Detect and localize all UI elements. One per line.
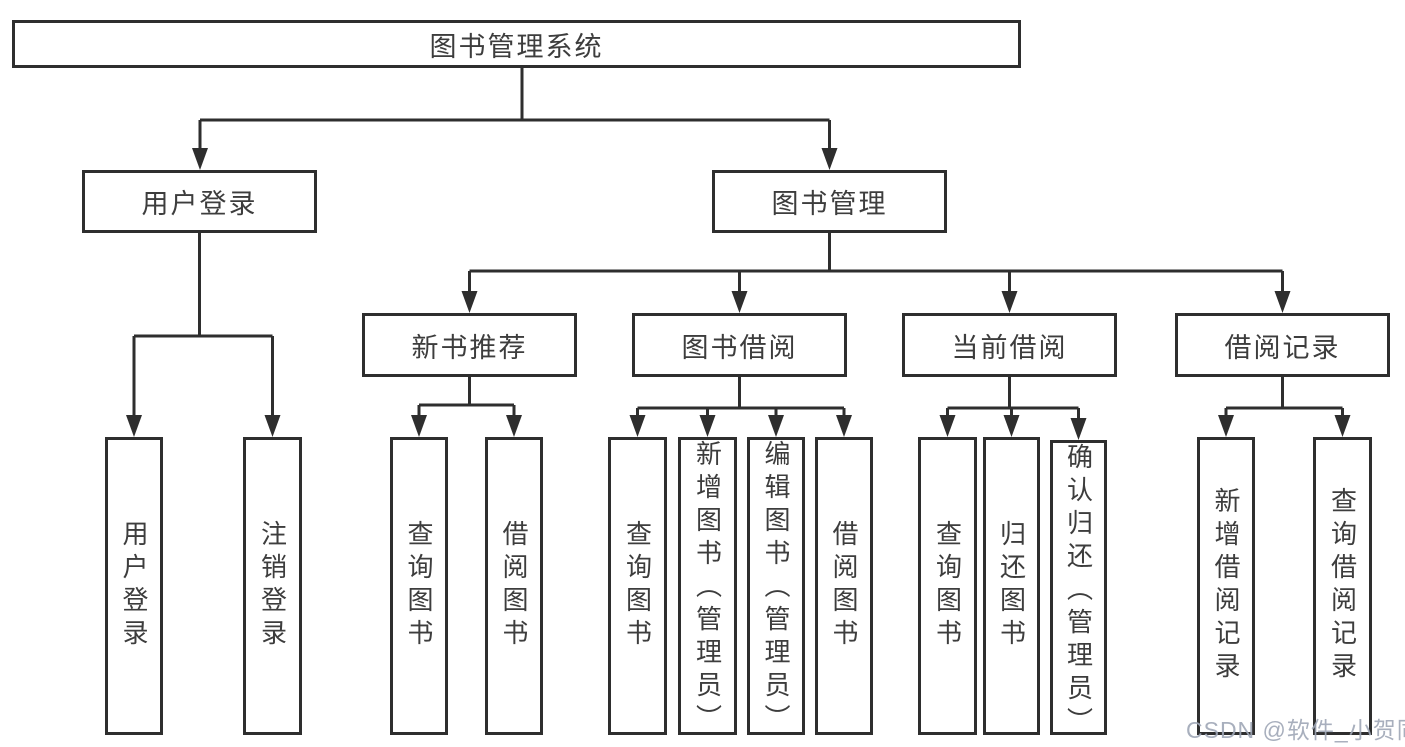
node-book-borrowing: 图书借阅 xyxy=(632,313,847,377)
leaf-query-books-borrowing: 查询图书 xyxy=(608,437,667,735)
node-current-borrowing: 当前借阅 xyxy=(902,313,1117,377)
leaf-add-borrow-record-label: 新增借阅记录 xyxy=(1211,487,1241,685)
node-root-label: 图书管理系统 xyxy=(429,31,604,62)
node-borrowing-records: 借阅记录 xyxy=(1175,313,1390,377)
leaf-query-borrow-record: 查询借阅记录 xyxy=(1313,437,1372,735)
arrowhead xyxy=(1274,291,1291,313)
leaf-query-books-borrowing-label: 查询图书 xyxy=(622,520,653,652)
arrowhead xyxy=(731,291,748,313)
connector-book-management-to-level3 xyxy=(468,233,1284,293)
arrowhead xyxy=(821,148,838,170)
leaf-borrow-books-recommend-label: 借阅图书 xyxy=(499,520,529,652)
arrowhead xyxy=(506,415,522,437)
connector-user-login-to-leaves xyxy=(132,233,274,417)
arrowhead xyxy=(836,415,852,437)
leaf-confirm-return-admin: 确认归还（管理员） xyxy=(1050,440,1107,740)
connector-new-book-recommend-to-leaves xyxy=(417,377,516,417)
leaf-borrow-books-recommend: 借阅图书 xyxy=(485,437,543,735)
arrowhead xyxy=(1003,415,1020,437)
node-book-borrowing-label: 图书借阅 xyxy=(681,332,798,363)
node-book-management: 图书管理 xyxy=(712,170,947,233)
node-book-management-label: 图书管理 xyxy=(771,189,888,219)
leaf-borrow-books-borrowing: 借阅图书 xyxy=(815,437,873,735)
node-user-login-label: 用户登录 xyxy=(141,189,258,219)
node-current-borrowing-label: 当前借阅 xyxy=(951,332,1068,363)
leaf-query-books-current: 查询图书 xyxy=(918,437,977,735)
leaf-add-book-admin: 新增图书（管理员） xyxy=(678,437,737,737)
node-user-login: 用户登录 xyxy=(82,170,317,233)
arrowhead xyxy=(1334,415,1351,437)
leaf-query-books-recommend: 查询图书 xyxy=(390,437,448,735)
connector-current-borrowing-to-leaves xyxy=(946,377,1080,420)
leaf-return-book: 归还图书 xyxy=(983,437,1040,735)
arrowhead xyxy=(1001,291,1018,313)
watermark: CSDN @软件_小贺同学 xyxy=(1186,717,1405,743)
leaf-edit-book-admin: 编辑图书（管理员） xyxy=(747,437,805,737)
node-new-book-recommend: 新书推荐 xyxy=(362,313,577,377)
node-root: 图书管理系统 xyxy=(12,20,1021,68)
arrowhead xyxy=(768,415,784,437)
node-new-book-recommend-label: 新书推荐 xyxy=(411,332,528,363)
leaf-add-book-admin-label: 新增图书（管理员） xyxy=(692,440,723,737)
arrowhead xyxy=(461,291,478,313)
leaf-query-books-current-label: 查询图书 xyxy=(932,520,963,652)
leaf-user-login: 用户登录 xyxy=(105,437,163,735)
arrowhead xyxy=(126,415,142,437)
arrowhead xyxy=(1218,415,1234,437)
arrowhead xyxy=(939,415,956,437)
leaf-return-book-label: 归还图书 xyxy=(996,520,1027,652)
leaf-logout: 注销登录 xyxy=(243,437,302,735)
connector-book-borrowing-to-leaves xyxy=(636,377,846,417)
arrowhead xyxy=(264,415,281,437)
leaf-confirm-return-admin-label: 确认归还（管理员） xyxy=(1063,443,1094,740)
connector-root-to-level2 xyxy=(198,68,831,150)
leaf-logout-label: 注销登录 xyxy=(257,520,288,652)
leaf-query-borrow-record-label: 查询借阅记录 xyxy=(1327,487,1358,685)
arrowhead xyxy=(629,415,646,437)
leaf-edit-book-admin-label: 编辑图书（管理员） xyxy=(761,440,791,737)
connector-borrowing-records-to-leaves xyxy=(1224,377,1344,417)
arrowhead xyxy=(1070,418,1087,440)
arrowhead xyxy=(411,415,427,437)
node-borrowing-records-label: 借阅记录 xyxy=(1224,332,1341,363)
leaf-user-login-label: 用户登录 xyxy=(119,520,149,652)
leaf-borrow-books-borrowing-label: 借阅图书 xyxy=(829,520,859,652)
leaf-query-books-recommend-label: 查询图书 xyxy=(404,520,434,652)
arrowhead xyxy=(192,148,208,170)
leaf-add-borrow-record: 新增借阅记录 xyxy=(1197,437,1255,735)
arrowhead xyxy=(699,415,716,437)
